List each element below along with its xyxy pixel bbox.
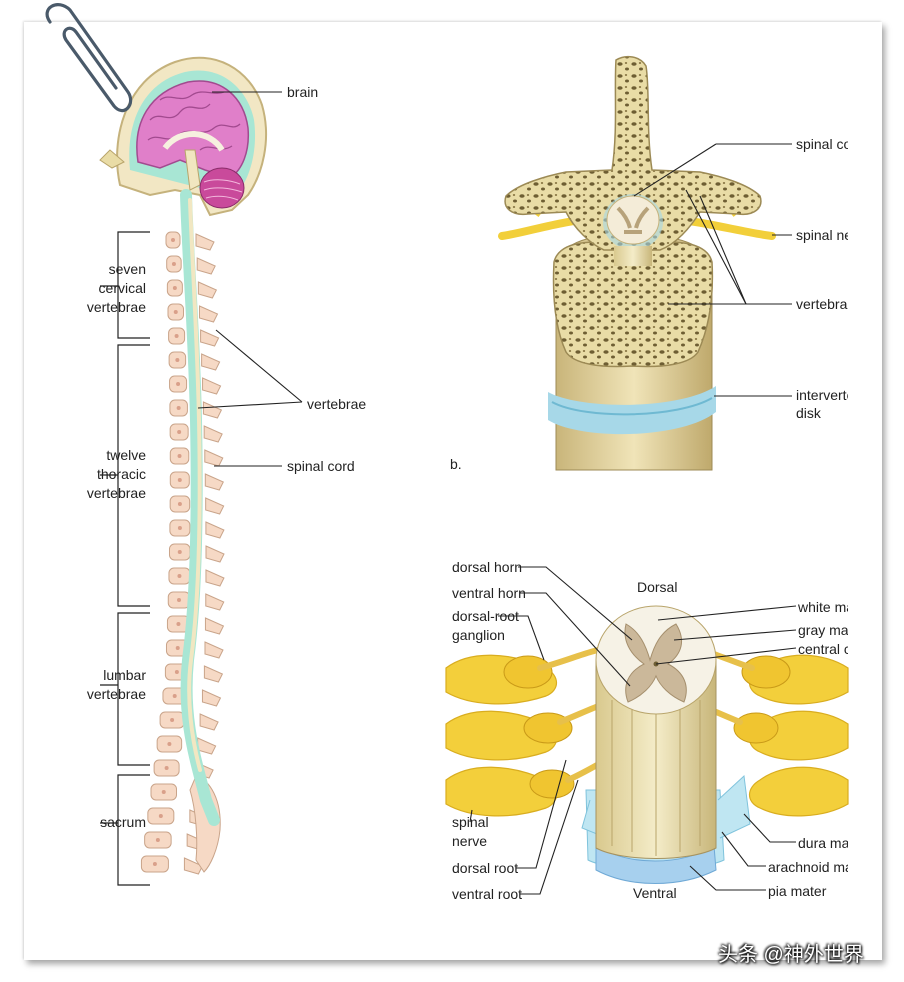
label-central-canal: central canal — [798, 641, 848, 657]
label-dorsal-root: dorsal root — [452, 860, 519, 876]
vertebra-mark — [172, 286, 177, 290]
vertebra-mark — [177, 526, 182, 530]
label-figure-b-tag: b. — [450, 456, 462, 472]
vertebra-process — [202, 401, 223, 419]
label-pia-mater: pia mater — [768, 883, 827, 899]
vertebra-mark — [177, 502, 182, 506]
label-dorsal-horn: dorsal horn — [452, 559, 523, 575]
vertebra-mark — [176, 622, 181, 626]
left-labels-clip: seven cervical vertebrae twelve thoracic… — [52, 0, 172, 982]
vertebra-mark — [158, 814, 163, 818]
vertebra-mark — [176, 382, 181, 386]
vertebra-mark — [175, 646, 180, 650]
vertebra-mark — [171, 262, 176, 266]
vertebra-process — [204, 473, 224, 491]
label-thoracic: twelve thoracic vertebrae — [86, 447, 146, 501]
vertebra-process — [204, 641, 224, 659]
label-arachnoid-mater: arachnoid mater — [768, 859, 848, 875]
vertebra-process — [197, 281, 218, 299]
vertebra-mark — [174, 334, 179, 338]
vertebra-process — [205, 569, 225, 587]
paperclip-icon — [45, 3, 133, 113]
vertebra-mark — [176, 406, 181, 410]
vertebra-process — [196, 257, 216, 275]
vertebra-mark — [167, 742, 172, 746]
vertebra-process — [201, 689, 222, 707]
vertebra-mark — [164, 766, 169, 770]
vertebra-process — [195, 233, 215, 251]
label-spinal-cord-a: spinal cord — [287, 458, 355, 474]
vertebra-process — [183, 857, 204, 875]
vertebra-mark — [170, 718, 175, 722]
vertebra-mark — [155, 838, 160, 842]
label-dorsal-root-ganglion: dorsal-root ganglion — [452, 608, 519, 643]
vertebra-process — [201, 353, 221, 371]
label-vertebrae: vertebrae — [307, 396, 367, 412]
vertebra-process — [197, 737, 217, 755]
watermark: 头条 @神外世界 — [718, 944, 864, 966]
vertebra-process — [200, 329, 220, 347]
vertebra-process — [205, 497, 225, 515]
vertebra-mark — [152, 862, 157, 866]
label-dorsal: Dorsal — [637, 579, 678, 595]
vertebra-mark — [171, 238, 175, 242]
vertebra-mark — [161, 790, 166, 794]
label-cervical: seven cervical vertebrae — [86, 261, 146, 315]
label-intervertebral-disk: intervertebral disk — [796, 387, 848, 421]
label-spinal-nerve-b: spinal nerve — [796, 227, 848, 243]
label-ventral-horn: ventral horn — [452, 585, 526, 601]
vertebra-process — [203, 665, 224, 683]
vertebra-mark — [177, 430, 182, 434]
vertebra-mark — [177, 550, 182, 554]
figure-c-spinal-cord — [445, 566, 849, 895]
label-ventral-root: ventral root — [452, 886, 523, 902]
vertebra-process — [199, 713, 219, 731]
figure-a-spine — [99, 56, 303, 886]
label-dura-mater: dura mater — [798, 835, 848, 851]
label-sacrum: sacrum — [100, 814, 146, 830]
vertebra-process — [199, 305, 219, 323]
vertebra-mark — [177, 478, 182, 482]
vertebra-process — [202, 377, 222, 395]
label-lumbar: lumbar vertebrae — [86, 667, 146, 702]
vertebra-mark — [177, 574, 182, 578]
label-ventral: Ventral — [633, 885, 677, 901]
vertebra-mark — [175, 358, 180, 362]
vertebra-process — [204, 449, 224, 467]
label-vertebra: vertebra — [796, 296, 848, 312]
vertebra-mark — [173, 310, 178, 314]
vertebra-process — [205, 521, 225, 539]
vertebra-mark — [172, 694, 177, 698]
label-white-matter: white matter — [798, 599, 848, 615]
vertebra-mark — [174, 670, 179, 674]
label-brain: brain — [287, 84, 319, 100]
vertebra-process — [205, 545, 225, 563]
label-spinal-nerve-c: spinal nerve — [452, 814, 489, 849]
label-spinal-cord-b: spinal cord — [796, 136, 848, 152]
vertebra-process — [204, 617, 225, 635]
vertebra-mark — [177, 454, 182, 458]
vertebra-process — [205, 593, 225, 611]
sacrum-bone — [189, 775, 221, 873]
vertebra-mark — [177, 598, 182, 602]
label-gray-matter: gray matter — [798, 622, 848, 638]
right-labels-clip: spinal cord spinal nerve vertebra interv… — [450, 136, 848, 902]
figure-b-vertebra — [498, 55, 792, 471]
vertebra-process — [203, 425, 223, 443]
